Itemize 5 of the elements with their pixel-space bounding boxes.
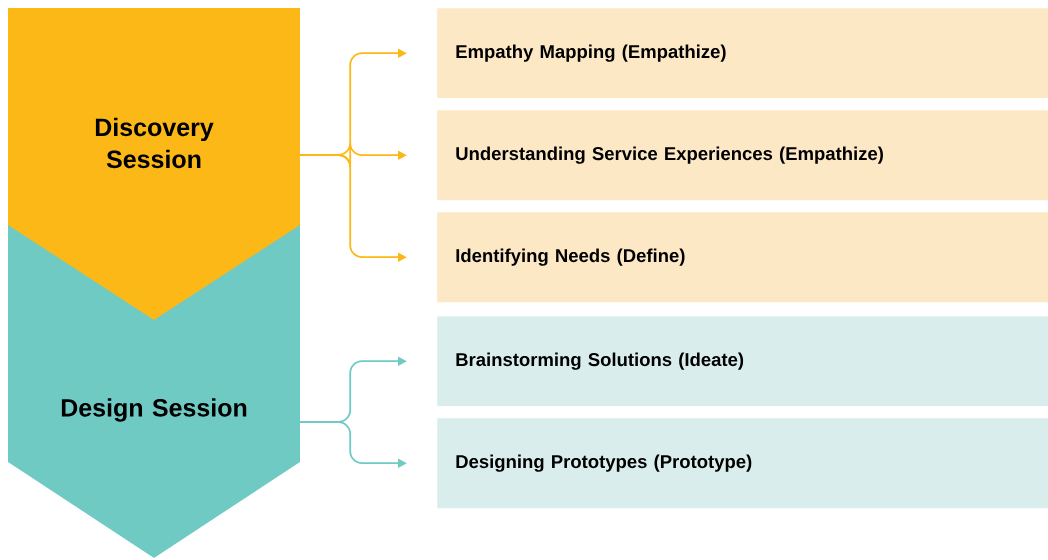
step-box: Brainstorming Solutions (Ideate) <box>437 316 1048 407</box>
step-box: Identifying Needs (Define) <box>437 212 1048 303</box>
step-box: Designing Prototypes (Prototype) <box>437 418 1048 509</box>
step-box: Understanding Service Experiences (Empathize) <box>437 110 1048 201</box>
step-box: Empathy Mapping (Empathize) <box>437 8 1048 99</box>
